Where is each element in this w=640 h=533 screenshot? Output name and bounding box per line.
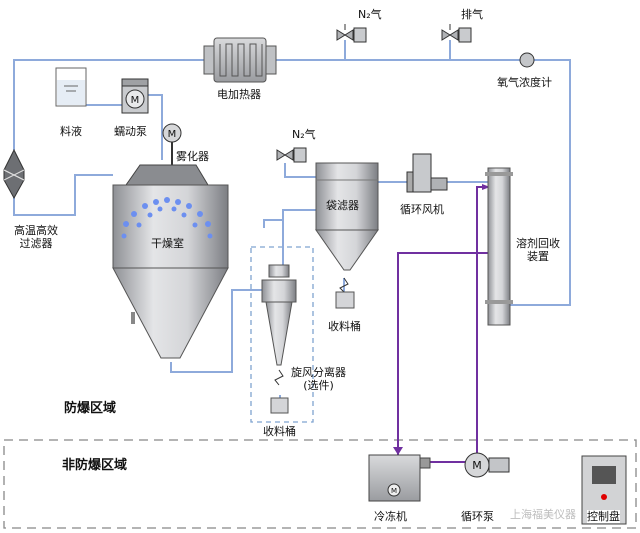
coolant-arrow xyxy=(482,184,490,190)
svg-text:M: M xyxy=(168,129,177,140)
valve-icon xyxy=(336,24,367,43)
atomizer-label: 雾化器 xyxy=(176,150,209,163)
non-explosion-zone-boundary xyxy=(3,439,637,529)
coolant-arrow xyxy=(393,447,403,455)
solvent-recovery-label: 溶剂回收 装置 xyxy=(516,237,560,263)
o2-meter-icon xyxy=(519,52,535,68)
n2-mid-label: N₂气 xyxy=(292,128,316,141)
valve-icon xyxy=(441,24,472,43)
circ-fan-label: 循环风机 xyxy=(400,203,444,216)
pump-icon: M xyxy=(121,78,149,114)
chiller-label: 冷冻机 xyxy=(374,510,407,523)
valve-icon xyxy=(276,147,307,163)
non-explosion-zone-label: 非防爆区域 xyxy=(62,458,128,473)
cyclone-label: 旋风分离器 (选件) xyxy=(291,366,346,392)
coolant-lines xyxy=(397,186,490,463)
drying-chamber-icon xyxy=(112,164,229,359)
solvent-recovery-icon xyxy=(485,167,513,326)
svg-text:M: M xyxy=(472,459,482,472)
o2-meter-label: 氧气浓度计 xyxy=(497,76,552,89)
feed-liquid-label: 料液 xyxy=(60,125,82,138)
exhaust-label: 排气 xyxy=(461,8,483,21)
feed-beaker-icon xyxy=(55,67,87,107)
drying-chamber-label: 干燥室 xyxy=(151,237,184,250)
svg-text:M: M xyxy=(391,487,397,495)
gas-lines xyxy=(13,40,571,405)
collect-bucket-label: 收料桶 xyxy=(328,320,361,333)
peristaltic-pump-label: 蠕动泵 xyxy=(114,125,147,138)
fan-icon xyxy=(406,153,448,193)
hepa-filter-icon xyxy=(3,148,25,200)
collect-bucket-label: 收料桶 xyxy=(263,425,296,438)
heater-label: 电加热器 xyxy=(217,88,261,101)
n2-top-label: N₂气 xyxy=(358,8,382,21)
bag-filter-label: 袋滤器 xyxy=(326,199,359,212)
explosion-zone-label: 防爆区域 xyxy=(64,401,117,416)
watermark: 上海福美仪器 xyxy=(510,508,576,521)
chiller-icon: M xyxy=(368,454,431,502)
hepa-filter-label: 高温高效 过滤器 xyxy=(14,224,58,250)
cyclone-icon xyxy=(261,264,297,414)
motor-icon: M xyxy=(162,123,182,165)
circulation-pump-icon: M xyxy=(464,452,510,478)
control-cabinet-label: 控制盘 xyxy=(587,510,620,523)
svg-text:M: M xyxy=(131,95,140,106)
electric-heater-icon xyxy=(203,37,277,83)
bag-filter-icon xyxy=(315,162,379,309)
circ-pump-label: 循环泵 xyxy=(461,510,494,523)
spray-dots xyxy=(121,197,213,239)
